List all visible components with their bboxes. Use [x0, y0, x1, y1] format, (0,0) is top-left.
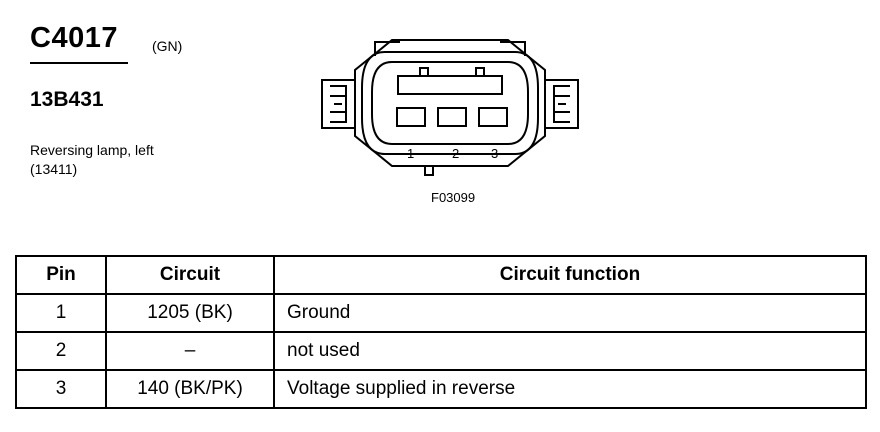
- pin-cell: 1: [15, 293, 107, 333]
- connector-face-diagram: 1 2 3: [321, 39, 579, 176]
- circuit-cell: –: [105, 331, 275, 371]
- part-number: 13B431: [30, 88, 104, 111]
- pin-label-2: 2: [452, 146, 459, 161]
- pin-cell: 2: [15, 331, 107, 371]
- left-side-tab: [321, 79, 355, 129]
- component-description: Reversing lamp, left (13411): [30, 141, 154, 179]
- connector-latch: [374, 41, 526, 56]
- pin-label-1: 1: [407, 146, 414, 161]
- pin-cavity-3: [478, 107, 508, 127]
- table-row: 1 1205 (BK) Ground: [15, 293, 867, 333]
- header-circuit-function: Circuit function: [273, 255, 867, 295]
- right-side-tab: [545, 79, 579, 129]
- pin-table: Pin Circuit Circuit function 1 1205 (BK)…: [15, 255, 867, 409]
- function-cell: Ground: [273, 293, 867, 333]
- circuit-cell: 1205 (BK): [105, 293, 275, 333]
- table-row: 2 – not used: [15, 331, 867, 371]
- pin-cavity-2: [437, 107, 467, 127]
- table-row: 3 140 (BK/PK) Voltage supplied in revers…: [15, 369, 867, 409]
- circuit-cell: 140 (BK/PK): [105, 369, 275, 409]
- connector-id-underline: [30, 62, 128, 64]
- header-pin: Pin: [15, 255, 107, 295]
- figure-reference: F03099: [431, 190, 476, 205]
- header-circuit: Circuit: [105, 255, 275, 295]
- connector-color-code: (GN): [152, 38, 183, 54]
- pin-label-3: 3: [491, 146, 498, 161]
- connector-insert: [371, 61, 529, 145]
- function-cell: Voltage supplied in reverse: [273, 369, 867, 409]
- connector-bottom-key: [424, 166, 434, 176]
- component-name: Reversing lamp, left: [30, 142, 154, 158]
- component-ref: (13411): [30, 161, 78, 177]
- pin-cavity-1: [396, 107, 426, 127]
- connector-inner-wall: [361, 51, 539, 155]
- pin-cell: 3: [15, 369, 107, 409]
- connector-outer-shell: [354, 39, 546, 167]
- function-cell: not used: [273, 331, 867, 371]
- keying-slot: [397, 75, 503, 95]
- pin-table-header: Pin Circuit Circuit function: [15, 255, 867, 295]
- connector-id: C4017: [30, 22, 118, 54]
